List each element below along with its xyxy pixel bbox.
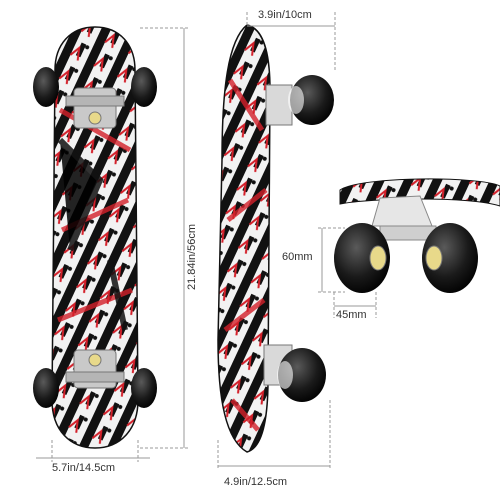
closeup-wheel-left <box>334 223 390 293</box>
deck-width-label: 5.7in/14.5cm <box>52 462 115 474</box>
side-front-truck <box>265 84 293 126</box>
deck-width-dimension <box>36 440 150 462</box>
back-truck <box>65 349 125 389</box>
wheel-front-left <box>33 67 59 107</box>
wheel-back-right <box>131 368 157 408</box>
side-width-label: 4.9in/12.5cm <box>224 476 287 488</box>
skateboard-top-view <box>33 26 157 449</box>
wheel-height-label: 60mm <box>282 251 313 263</box>
side-wheel-front <box>290 75 334 125</box>
length-dimension <box>140 27 190 449</box>
skateboard-side-view <box>217 24 334 453</box>
side-thickness-dimension <box>246 12 336 70</box>
side-thickness-label: 3.9in/10cm <box>258 9 312 21</box>
deck-side <box>217 24 271 453</box>
wheel-height-dimension <box>318 227 345 293</box>
length-label: 21.84in/56cm <box>186 223 198 290</box>
truck-closeup <box>334 178 500 293</box>
wheel-front-right <box>131 67 157 107</box>
closeup-wheel-right <box>422 223 478 293</box>
deck-top <box>51 26 139 449</box>
wheel-width-label: 45mm <box>336 309 367 321</box>
front-truck <box>65 87 125 129</box>
wheel-back-left <box>33 368 59 408</box>
side-wheel-back <box>278 348 326 402</box>
side-width-dimension <box>217 400 331 470</box>
wheel-width-dimension <box>333 292 377 318</box>
